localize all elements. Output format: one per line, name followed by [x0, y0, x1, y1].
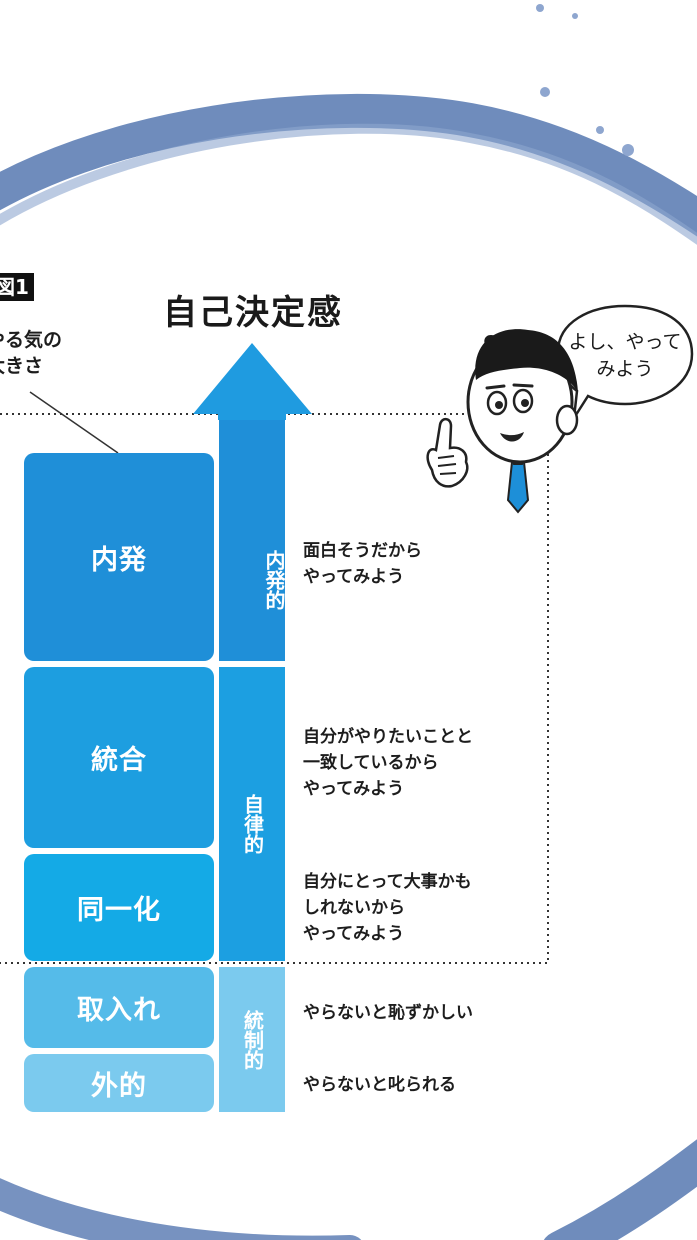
arrow-head [193, 343, 312, 420]
stage-block-integrated: 統合 [24, 667, 214, 848]
character-illustration [426, 304, 694, 514]
top-ring-arc [0, 93, 697, 237]
stage-block-identified: 同一化 [24, 854, 214, 961]
bottom-right-ring-arc [543, 1139, 697, 1240]
reason-introjected: やらないと恥ずかしい [303, 1003, 473, 1023]
category-intrinsic: 内発的 [219, 420, 286, 661]
bottom-ring-arc [0, 1178, 362, 1240]
category-autonomous: 自律的 [219, 667, 285, 961]
reason-intrinsic: 面白そうだから やってみよう [303, 541, 422, 587]
dotted-boundary [0, 413, 549, 964]
category-intrinsic-label: 内発的 [262, 549, 286, 610]
reason-integrated: 自分がやりたいことと 一致しているから やってみよう [303, 727, 473, 799]
stage-block-intrinsic: 内発 [24, 453, 214, 661]
category-controlled-label: 統制的 [240, 1009, 265, 1070]
category-autonomous-label: 自律的 [240, 794, 265, 854]
figure-label: 図1 [0, 273, 34, 301]
category-controlled: 統制的 [219, 967, 285, 1112]
reason-identified: 自分にとって大事かも しれないから やってみよう [303, 872, 472, 944]
speech-bubble-shape [556, 304, 694, 419]
reason-external: やらないと叱られる [303, 1075, 456, 1095]
stage-block-introjected: 取入れ [24, 967, 214, 1048]
axis-title: 自己決定感 [163, 293, 343, 333]
motivation-label: やる気の 大きさ [0, 329, 63, 377]
leader-line [29, 391, 119, 454]
speech-bubble-text: よし、やって みよう [568, 331, 682, 380]
stage-block-external: 外的 [24, 1054, 214, 1112]
